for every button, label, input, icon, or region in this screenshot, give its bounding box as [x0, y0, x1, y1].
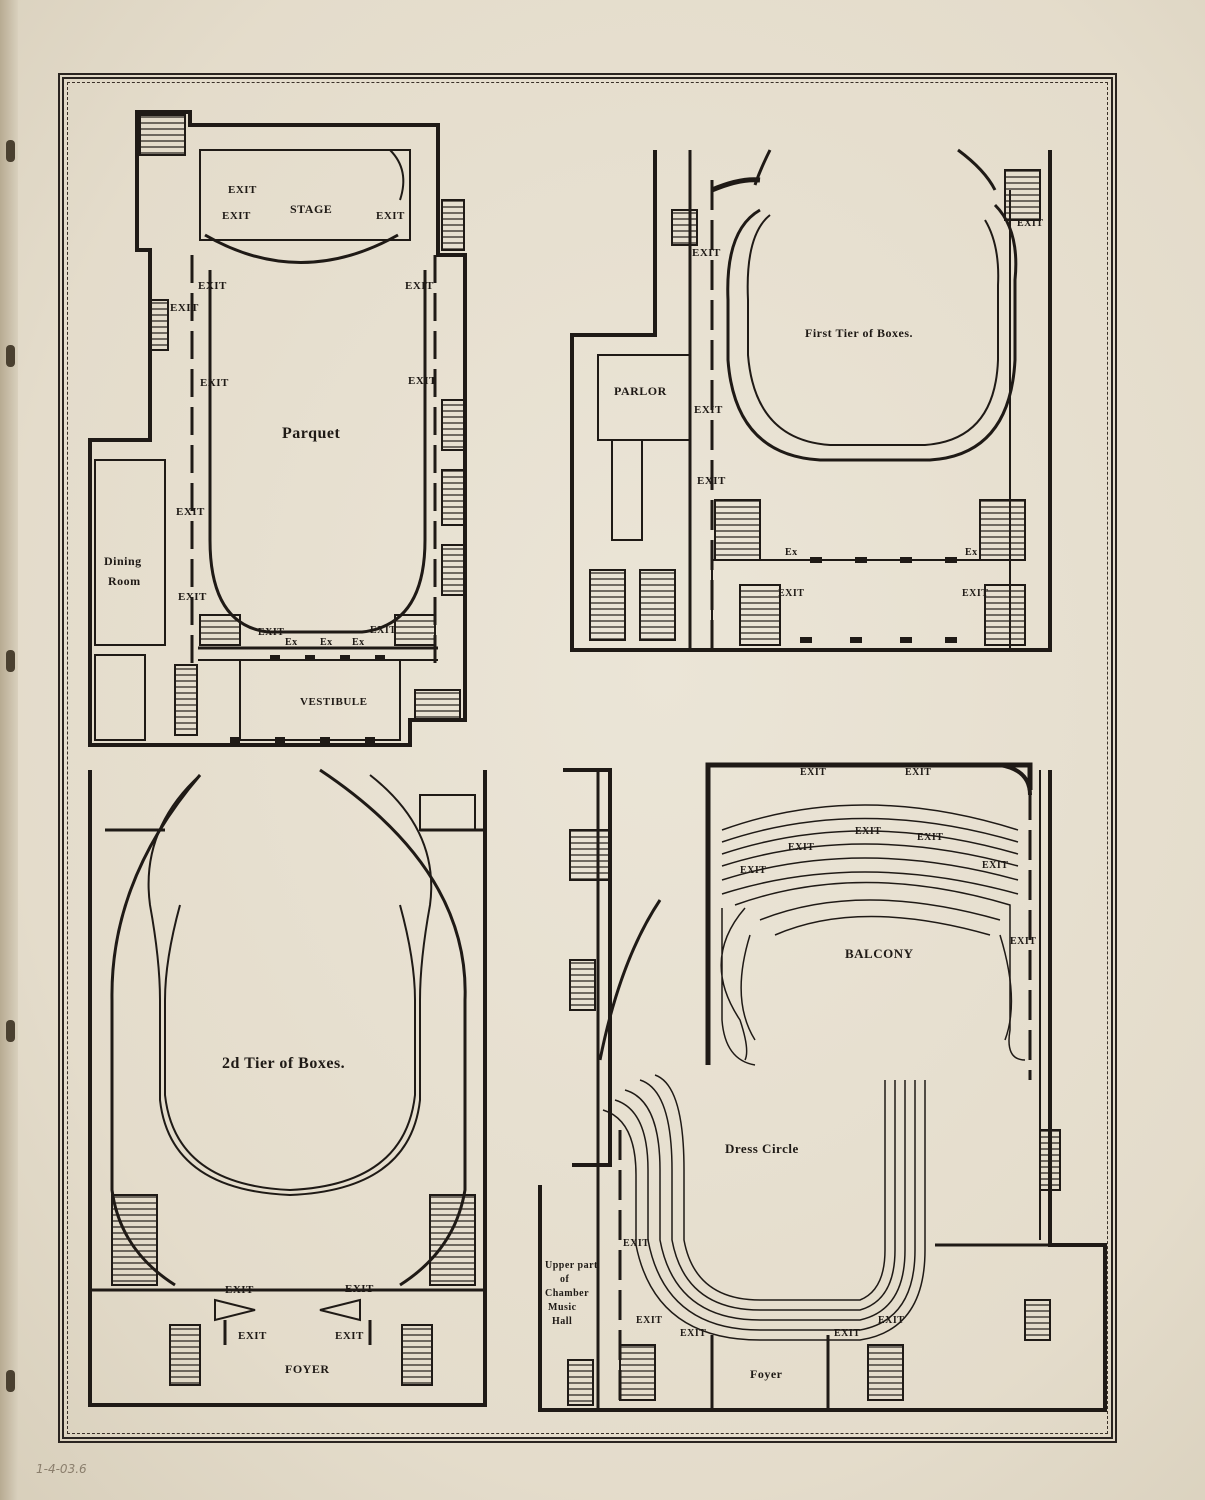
chamber-music-hall-label: Upper part [545, 1260, 598, 1271]
binding-hole [6, 345, 15, 367]
balcony-labels: BALCONY Dress Circle Foyer Upper part of… [545, 767, 1036, 1381]
second-tier-title: 2d Tier of Boxes. [222, 1055, 345, 1072]
chamber-music-hall-label: Chamber [545, 1288, 589, 1299]
exit-label: EXIT [258, 627, 284, 638]
chamber-music-hall-label: Hall [552, 1316, 572, 1327]
exit-label: EXIT [692, 247, 721, 259]
exit-label: EXIT [834, 1328, 860, 1339]
foyer-label: FOYER [285, 1362, 330, 1376]
parquet-labels: STAGE Parquet VESTIBULE Dining Room EXIT… [104, 184, 437, 708]
exit-label: EXIT [962, 588, 988, 599]
exit-label: EXIT [623, 1238, 649, 1249]
exit-label: EXIT [905, 767, 931, 778]
page-border [58, 73, 1117, 1443]
first-tier-labels: First Tier of Boxes. PARLOR EXIT EXIT EX… [614, 218, 1043, 599]
exit-label: EXIT [636, 1315, 662, 1326]
exit-label: EXIT [1017, 218, 1043, 229]
balcony-plan [538, 762, 1107, 1412]
exit-label: EXIT [408, 375, 437, 387]
stage-label: STAGE [290, 202, 332, 216]
exit-label: EXIT [740, 865, 766, 876]
first-tier-plan [570, 148, 1052, 652]
exit-label: EXIT [178, 591, 207, 603]
binding-hole [6, 650, 15, 672]
parlor-label: PARLOR [614, 384, 667, 398]
exit-label: EXIT [694, 404, 723, 416]
exit-label: EXIT [697, 475, 726, 487]
exit-label: EXIT [855, 826, 881, 837]
exit-label: EXIT [345, 1283, 374, 1295]
parquet-plan [88, 110, 467, 747]
first-tier-title: First Tier of Boxes. [805, 326, 913, 340]
binding-spine [0, 0, 18, 1500]
exit-label: EXIT [222, 210, 251, 222]
ex-label: Ex [285, 637, 298, 648]
parquet-title: Parquet [282, 425, 340, 442]
exit-label: EXIT [1010, 936, 1036, 947]
exit-label: EXIT [225, 1284, 254, 1296]
exit-label: EXIT [198, 280, 227, 292]
chamber-music-hall-label: of [560, 1274, 570, 1285]
ex-label: Ex [320, 637, 333, 648]
exit-label: EXIT [982, 860, 1008, 871]
exit-label: EXIT [405, 280, 434, 292]
exit-label: EXIT [200, 377, 229, 389]
exit-label: EXIT [878, 1315, 904, 1326]
second-tier-labels: 2d Tier of Boxes. FOYER EXIT EXIT EXIT E… [222, 1055, 374, 1376]
margin-note: 1-4-03.6 [36, 1462, 87, 1476]
dining-room-label: Dining [104, 554, 142, 568]
ex-label: Ex [352, 637, 365, 648]
exit-label: EXIT [335, 1330, 364, 1342]
exit-label: EXIT [800, 767, 826, 778]
ex-label: Ex [785, 547, 798, 558]
exit-label: EXIT [170, 302, 199, 314]
exit-label: EXIT [778, 588, 804, 599]
binding-hole [6, 1370, 15, 1392]
exit-label: EXIT [680, 1328, 706, 1339]
dress-circle-title: Dress Circle [725, 1141, 799, 1156]
binding-hole [6, 140, 15, 162]
exit-label: EXIT [370, 625, 396, 636]
dining-room-label: Room [108, 574, 141, 588]
chamber-music-hall-label: Music [548, 1302, 577, 1313]
binding-hole [6, 1020, 15, 1042]
exit-label: EXIT [228, 184, 257, 196]
exit-label: EXIT [238, 1330, 267, 1342]
second-tier-plan [88, 768, 487, 1407]
balcony-title: BALCONY [845, 946, 914, 961]
exit-label: EXIT [376, 210, 405, 222]
vestibule-label: VESTIBULE [300, 696, 367, 708]
ex-label: Ex [965, 547, 978, 558]
exit-label: EXIT [788, 842, 814, 853]
exit-label: EXIT [176, 506, 205, 518]
foyer-label: Foyer [750, 1367, 783, 1381]
exit-label: EXIT [917, 832, 943, 843]
